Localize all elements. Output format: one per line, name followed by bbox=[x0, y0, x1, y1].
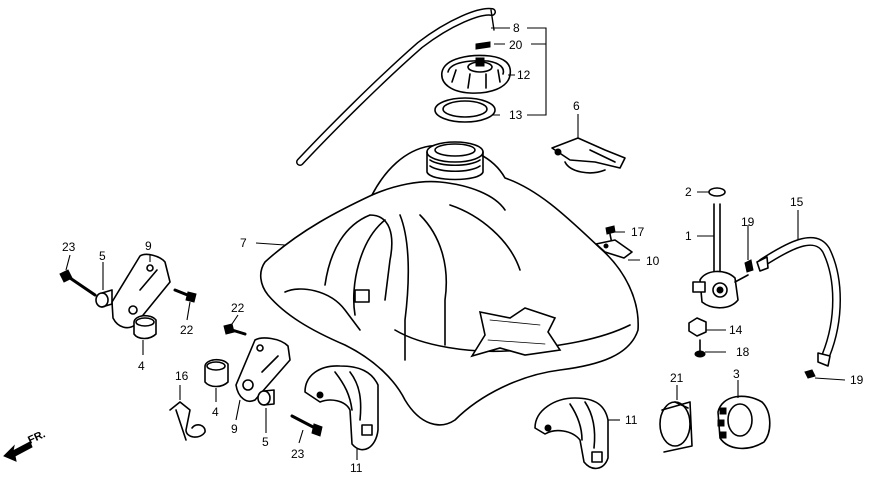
callout-22-upper: 22 bbox=[231, 301, 245, 315]
callout-9-lower: 9 bbox=[231, 422, 238, 436]
callout-19-lower: 19 bbox=[850, 373, 864, 387]
tube-clip bbox=[475, 41, 491, 50]
collar-lower bbox=[257, 389, 275, 406]
callout-19-upper: 19 bbox=[741, 215, 755, 229]
cap-gasket bbox=[434, 97, 496, 123]
callout-1: 1 bbox=[685, 229, 692, 243]
callout-4-lower: 4 bbox=[212, 405, 219, 419]
callout-23-lower: 23 bbox=[291, 447, 305, 461]
callout-23-upper: 23 bbox=[62, 240, 76, 254]
collar-upper bbox=[95, 289, 113, 308]
callout-5-lower: 5 bbox=[262, 435, 269, 449]
bolt-and-clip bbox=[595, 225, 633, 259]
callout-2: 2 bbox=[685, 185, 692, 199]
callout-11-left: 11 bbox=[350, 461, 363, 475]
callout-11-right: 11 bbox=[625, 413, 638, 427]
callout-3: 3 bbox=[733, 367, 740, 381]
callout-13: 13 bbox=[509, 108, 523, 122]
tank-mount-right bbox=[534, 397, 609, 470]
callout-18: 18 bbox=[736, 345, 750, 359]
bolt-23-upper bbox=[59, 269, 97, 297]
callout-16: 16 bbox=[175, 369, 189, 383]
callout-20: 20 bbox=[509, 38, 523, 52]
band bbox=[659, 401, 693, 453]
fuel-tank bbox=[259, 141, 639, 426]
callout-21: 21 bbox=[670, 371, 684, 385]
callout-5-upper: 5 bbox=[99, 249, 106, 263]
callout-22-lower: 22 bbox=[180, 323, 194, 337]
cushion-lower bbox=[204, 358, 229, 388]
tank-mount-left bbox=[304, 365, 379, 451]
valve-holder bbox=[717, 395, 771, 450]
breather-tube bbox=[296, 7, 496, 166]
fuel-valve bbox=[692, 187, 749, 309]
stay-upper bbox=[111, 253, 171, 329]
callout-6: 6 bbox=[573, 99, 580, 113]
callout-15: 15 bbox=[790, 195, 804, 209]
callout-labels: 1 2 3 4 4 5 5 6 7 8 9 9 10 11 11 12 13 1… bbox=[62, 21, 864, 475]
fuel-fill-cap bbox=[441, 54, 512, 94]
bolt-22-upper bbox=[173, 288, 197, 303]
bolt-23-lower bbox=[290, 414, 323, 437]
front-direction-label: FR. bbox=[26, 428, 47, 446]
stay-lower bbox=[235, 337, 291, 402]
bolt-22-lower bbox=[223, 323, 247, 336]
callout-9-upper: 9 bbox=[145, 239, 152, 253]
hook-spring bbox=[169, 401, 206, 441]
callout-4-upper: 4 bbox=[138, 359, 145, 373]
callout-17: 17 bbox=[631, 225, 645, 239]
tank-emblem-mount bbox=[551, 137, 626, 174]
cushion-upper bbox=[133, 314, 157, 340]
fuel-tube bbox=[744, 236, 841, 379]
callout-12: 12 bbox=[517, 68, 531, 82]
callout-7: 7 bbox=[240, 236, 247, 250]
valve-nut-and-screw bbox=[688, 317, 707, 358]
front-direction-arrow: FR. bbox=[3, 428, 47, 462]
callout-8: 8 bbox=[513, 21, 520, 35]
callout-10: 10 bbox=[646, 254, 660, 268]
callout-14: 14 bbox=[729, 323, 743, 337]
leader-lines bbox=[65, 27, 846, 460]
